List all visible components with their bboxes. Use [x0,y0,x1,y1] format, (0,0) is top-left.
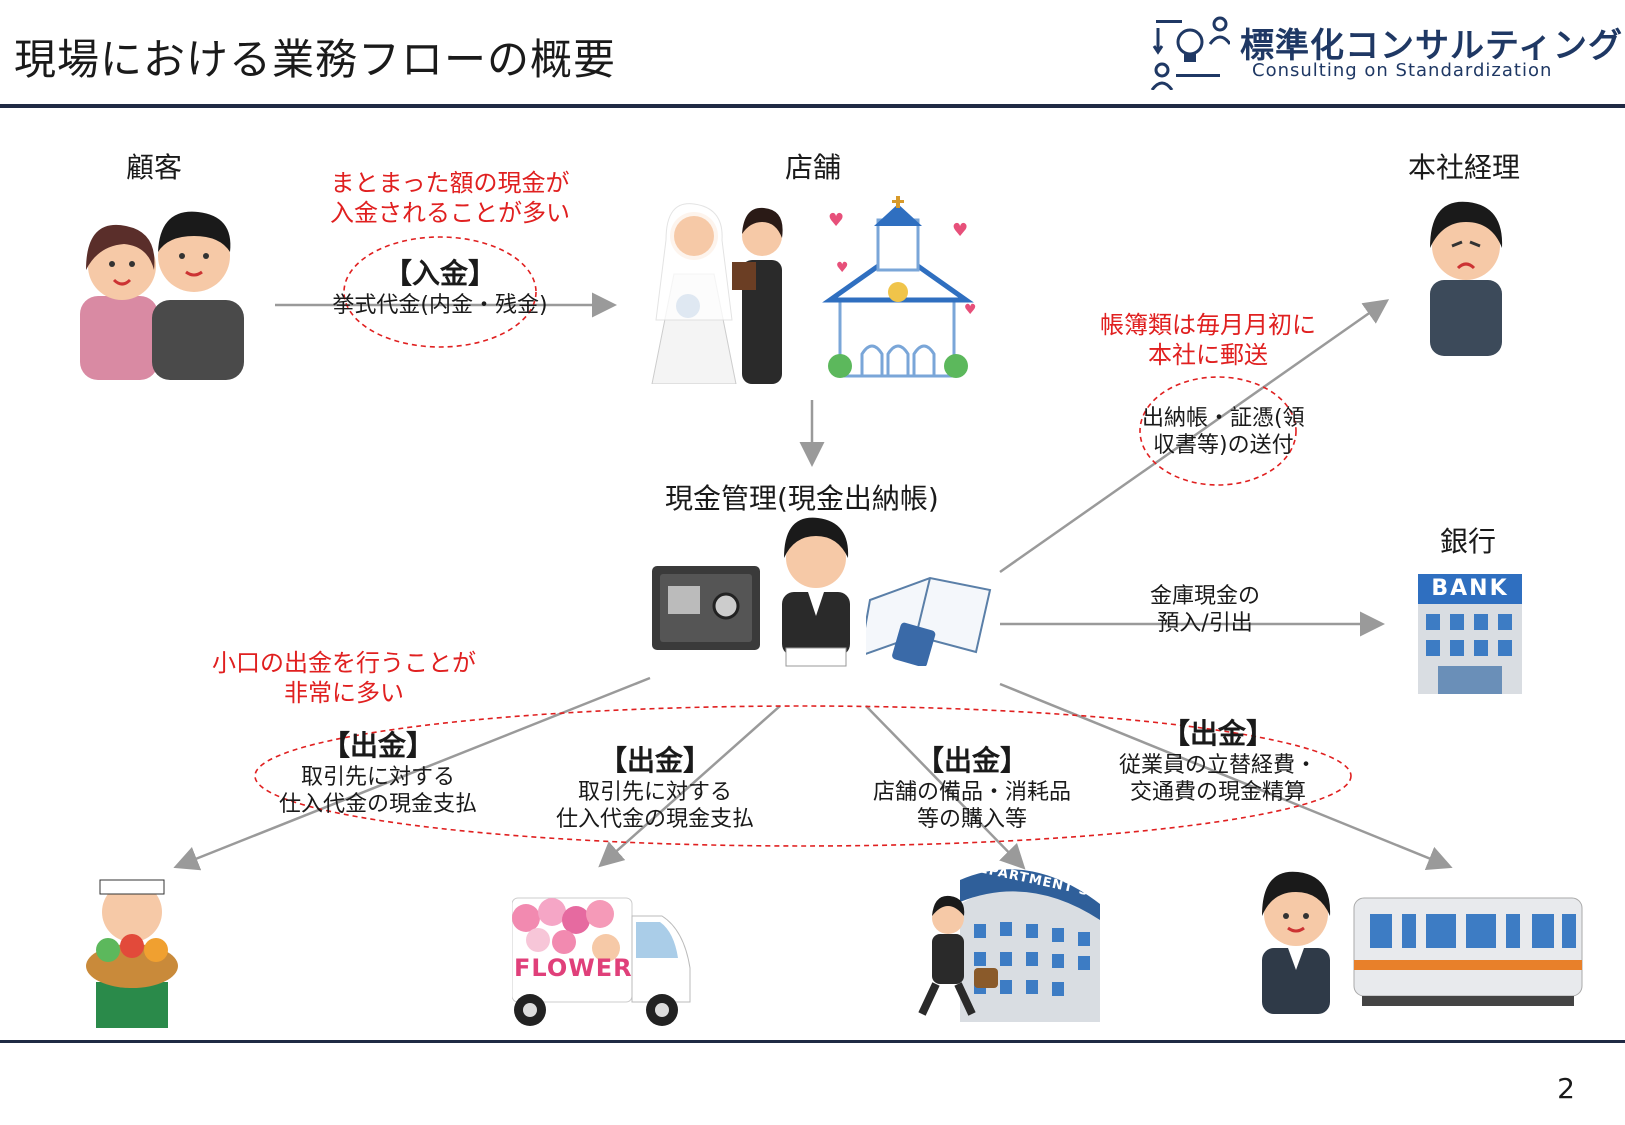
logo-icon [1150,14,1232,91]
customer-label: 顧客 [126,151,183,184]
deposit-flow-label: 【入金】 挙式代金(内金・残金) [332,257,548,318]
svg-text:♥: ♥ [836,260,849,276]
couple-illustration [72,196,252,384]
bride-and-staff-illustration [638,200,802,388]
payout1-label: 【出金】 取引先に対する 仕入代金の現金支払 [278,729,477,817]
logo-subtitle: Consulting on Standardization [1252,60,1553,81]
header-divider [0,104,1625,108]
cash-management-label: 現金管理(現金出納帳) [665,482,939,515]
bank-illustration: BANK [1418,574,1522,694]
deposit-note: まとまった額の現金が入金されることが多い [330,169,570,227]
safe-illustration [652,566,760,654]
payout4-label: 【出金】 従業員の立替経費・ 交通費の現金精算 [1118,717,1317,805]
hq-accounting-label: 本社経理 [1408,151,1521,184]
bank-label: 銀行 [1440,525,1497,558]
page-title: 現場における業務フローの概要 [14,35,617,84]
bank-transfer-label: 金庫現金の預入/引出 [1150,584,1261,636]
deposit-highlight [343,236,537,348]
payout3-label: 【出金】 店舗の備品・消耗品 等の購入等 [872,744,1071,832]
grocer-illustration [78,862,186,1032]
arrow-cash-to-hq [999,299,1390,574]
arrow-cash-to-employee [999,682,1453,871]
ledger-calculator-illustration [858,554,992,670]
van-text: FLOWER [514,954,633,982]
svg-text:♥: ♥ [828,210,844,231]
svg-text:♥: ♥ [964,302,977,318]
train-illustration [1352,890,1584,1014]
arrow-cash-to-store-purchase [865,705,1026,870]
hq-accountant-illustration [1416,184,1516,360]
flower-van-illustration: FLOWER [512,888,692,1028]
send-books-label: 出納帳・証憑(領収書等)の送付 [1142,406,1305,458]
arrow-cash-to-supplier1 [173,676,651,871]
page-number: 2 [1557,1072,1575,1105]
arrow-cash-to-supplier2 [598,705,781,868]
send-books-highlight [1139,376,1297,486]
bank-sign: BANK [1418,574,1522,604]
cashier-illustration [776,512,856,672]
mail-note: 帳簿類は毎月月初に本社に郵送 [1100,311,1316,369]
logo-text: 標準化コンサルティング [1240,26,1623,66]
svg-text:♥: ♥ [952,220,968,241]
store-label: 店舗 [785,151,842,184]
petty-cash-note: 小口の出金を行うことが非常に多い [212,649,476,707]
department-store-illustration: DEPARTMENT STORE [904,859,1132,1022]
employee-illustration [1256,862,1336,1018]
payout-highlight [254,705,1352,847]
payout2-label: 【出金】 取引先に対する 仕入代金の現金支払 [555,744,754,832]
footer-divider [0,1040,1625,1043]
chapel-illustration: ♥ ♥ ♥ ♥ [818,196,978,382]
